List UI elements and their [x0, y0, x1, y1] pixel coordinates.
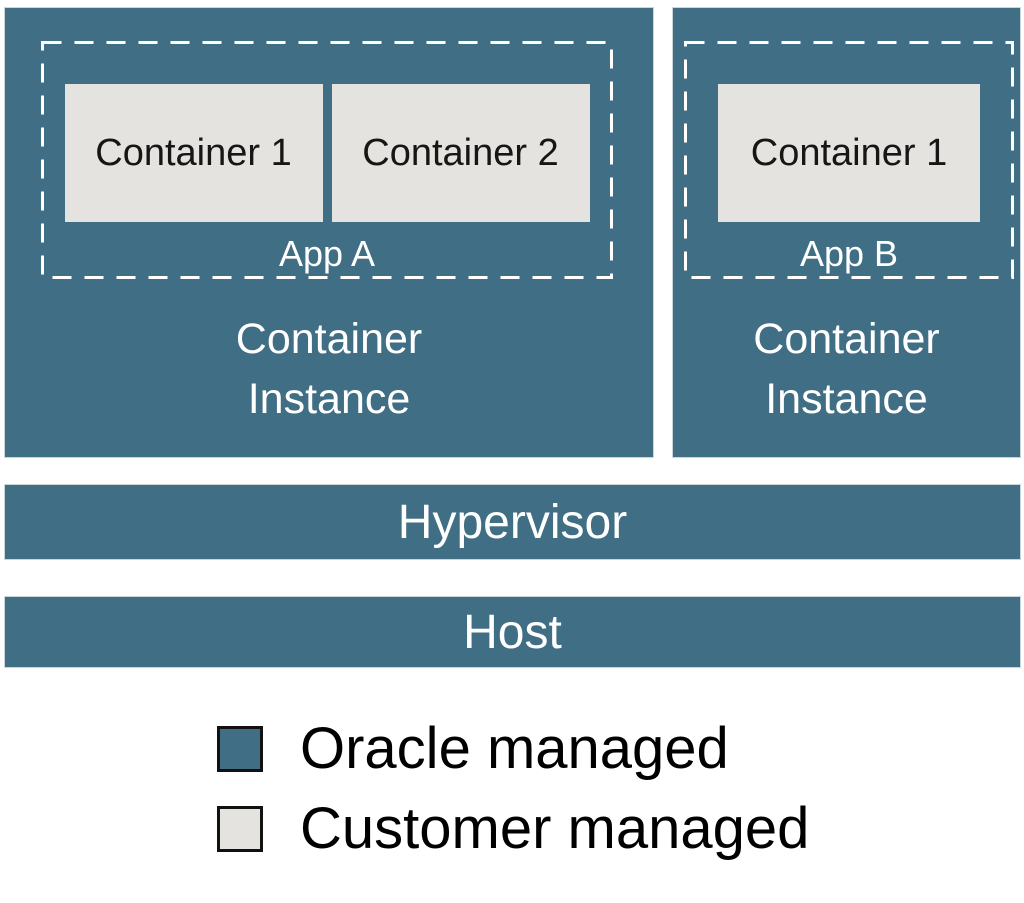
legend-label: Customer managed — [300, 796, 810, 861]
app-label: App A — [278, 233, 376, 274]
oracle-managed-swatch — [217, 726, 263, 772]
dashed-border-icon — [41, 41, 613, 279]
container-box: Container 2 — [331, 84, 590, 222]
app-b-boundary: Container 1 App B — [684, 41, 1014, 279]
legend-row-customer-managed: Customer managed — [217, 800, 809, 858]
container-box: Container 1 — [718, 84, 980, 222]
legend-label: Oracle managed — [300, 716, 729, 781]
host-bar: Host — [4, 596, 1021, 668]
customer-managed-swatch — [217, 806, 263, 852]
instance-label: Container Instance — [753, 315, 940, 423]
app-label: App B — [799, 233, 899, 274]
container-box-row: Container 1 — [684, 84, 1014, 222]
container-instance-panel-b: Container 1 App B Container Instance — [672, 7, 1021, 458]
instance-label: Container Instance — [235, 315, 423, 423]
hypervisor-bar: Hypervisor — [4, 484, 1021, 560]
container-instance-panel-a: Container 1 Container 2 App A Container … — [4, 7, 654, 458]
dashed-border-icon — [684, 41, 1014, 279]
app-a-boundary: Container 1 Container 2 App A — [41, 41, 613, 279]
legend-row-oracle-managed: Oracle managed — [217, 720, 809, 778]
legend: Oracle managed Customer managed — [217, 720, 809, 886]
container-box: Container 1 — [64, 84, 323, 222]
container-box-row: Container 1 Container 2 — [41, 84, 613, 222]
